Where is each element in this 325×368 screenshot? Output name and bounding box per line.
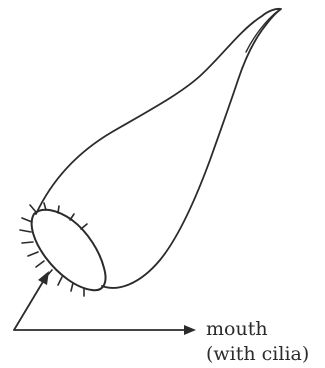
cilium bbox=[36, 261, 44, 267]
cilium bbox=[20, 230, 31, 232]
cilium bbox=[81, 224, 87, 229]
cilium bbox=[30, 205, 36, 212]
cilium bbox=[71, 283, 73, 291]
cilium bbox=[58, 277, 62, 285]
pointer-arrowhead-up bbox=[38, 271, 49, 285]
mouth-label: mouth bbox=[206, 318, 268, 340]
pointer-arrowhead-right bbox=[184, 325, 196, 335]
cilium bbox=[22, 242, 33, 243]
mouth-label-detail: (with cilia) bbox=[206, 343, 309, 365]
pointer-diagonal bbox=[14, 280, 44, 330]
cilium bbox=[58, 206, 59, 213]
cilium bbox=[28, 252, 38, 256]
cilium bbox=[22, 218, 32, 222]
cilia bbox=[20, 203, 87, 296]
body-outline bbox=[36, 9, 281, 288]
